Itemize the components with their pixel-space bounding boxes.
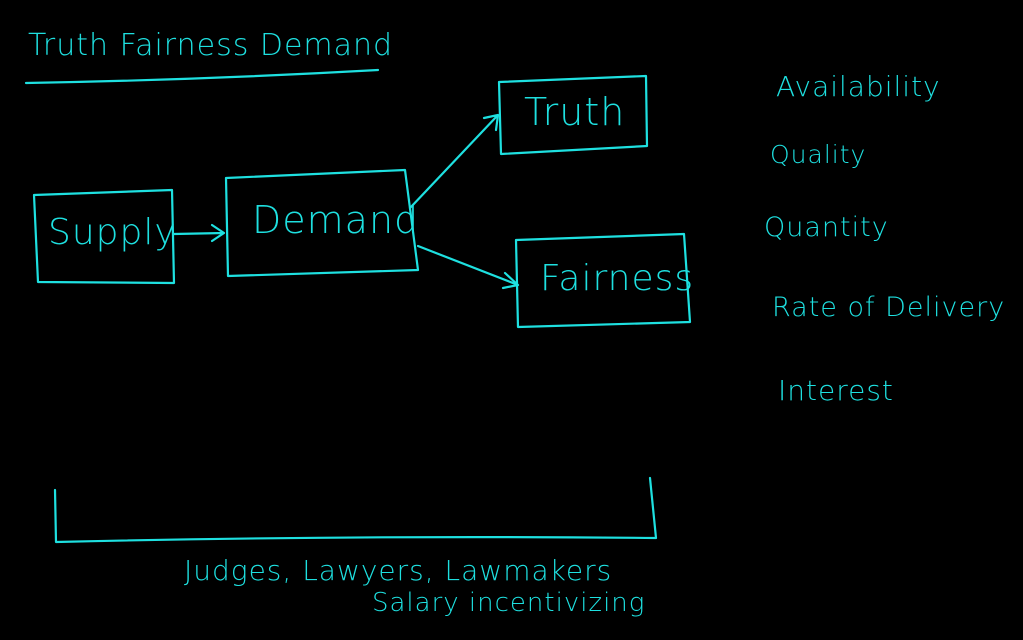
demand-label: Demand [252,198,420,242]
factor-rate-of-delivery: Rate of Delivery [772,292,1006,323]
fairness-label: Fairness [540,258,695,299]
page-title: Truth Fairness Demand [28,28,394,63]
arrow-demand-truth [408,113,500,210]
factor-interest: Interest [778,374,894,407]
supply-label: Supply [48,212,177,253]
demand-box [224,168,420,278]
title-underline [24,68,380,85]
bracket-label-salary: Salary incentivizing [372,588,646,618]
factor-quality: Quality [770,140,867,169]
factor-quantity: Quantity [764,212,889,243]
supply-box [32,188,176,285]
fairness-box [514,232,692,329]
bracket-label-people: Judges, Lawyers, Lawmakers [184,554,613,587]
factor-availability: Availability [776,70,941,103]
truth-box [497,74,649,156]
bracket [53,476,658,544]
arrow-demand-fairness [416,244,520,290]
arrow-supply-demand [172,223,226,243]
truth-label: Truth [524,90,626,134]
